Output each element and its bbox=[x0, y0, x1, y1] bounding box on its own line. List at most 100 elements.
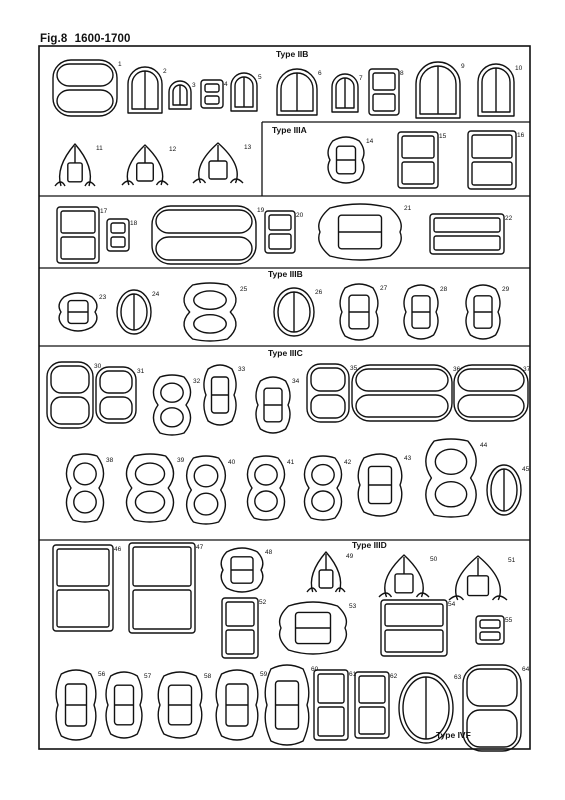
buckle-53 bbox=[278, 601, 348, 655]
buckle-number-21: 21 bbox=[404, 205, 412, 212]
buckle-number-35: 35 bbox=[350, 365, 358, 372]
buckle-8 bbox=[368, 68, 400, 116]
buckle-32 bbox=[152, 374, 192, 436]
buckle-60 bbox=[264, 664, 310, 746]
buckle-number-5: 5 bbox=[258, 74, 262, 81]
buckle-19 bbox=[151, 205, 257, 265]
buckle-number-55: 55 bbox=[505, 617, 513, 624]
buckle-38 bbox=[65, 453, 105, 523]
buckle-drawings bbox=[46, 59, 529, 752]
buckle-number-9: 9 bbox=[461, 63, 465, 70]
buckle-50 bbox=[378, 554, 430, 598]
buckle-55 bbox=[475, 615, 505, 645]
buckle-36 bbox=[351, 364, 453, 422]
buckle-31 bbox=[95, 366, 137, 424]
buckle-16 bbox=[467, 130, 517, 190]
buckle-number-53: 53 bbox=[349, 603, 357, 610]
buckle-26 bbox=[273, 287, 315, 337]
buckle-30 bbox=[46, 361, 94, 429]
buckle-number-57: 57 bbox=[144, 673, 152, 680]
buckle-14 bbox=[327, 136, 365, 184]
buckle-4 bbox=[200, 79, 224, 109]
buckle-number-52: 52 bbox=[259, 599, 267, 606]
type-label-iiic: Type IIIC bbox=[268, 348, 303, 358]
buckle-number-25: 25 bbox=[240, 286, 248, 293]
buckle-58 bbox=[157, 671, 203, 739]
buckle-number-30: 30 bbox=[94, 363, 102, 370]
buckle-number-16: 16 bbox=[517, 132, 525, 139]
buckle-44 bbox=[425, 438, 477, 518]
buckle-number-44: 44 bbox=[480, 442, 488, 449]
buckle-number-58: 58 bbox=[204, 673, 212, 680]
buckle-62 bbox=[354, 671, 390, 739]
buckle-number-2: 2 bbox=[163, 68, 167, 75]
buckle-18 bbox=[106, 218, 130, 252]
buckle-54 bbox=[380, 599, 448, 657]
buckle-34 bbox=[255, 376, 291, 434]
buckle-61 bbox=[313, 669, 349, 741]
buckle-number-26: 26 bbox=[315, 289, 323, 296]
type-label-iiia: Type IIIA bbox=[272, 125, 307, 135]
buckle-number-6: 6 bbox=[318, 70, 322, 77]
buckle-number-3: 3 bbox=[192, 82, 196, 89]
buckle-number-8: 8 bbox=[400, 70, 404, 77]
buckle-number-61: 61 bbox=[349, 671, 357, 678]
buckle-47 bbox=[128, 542, 196, 634]
buckle-number-39: 39 bbox=[177, 457, 185, 464]
buckle-number-23: 23 bbox=[99, 294, 107, 301]
buckle-number-50: 50 bbox=[430, 556, 438, 563]
buckle-45 bbox=[486, 464, 522, 516]
buckle-number-18: 18 bbox=[130, 220, 138, 227]
buckle-number-33: 33 bbox=[238, 366, 246, 373]
buckle-22 bbox=[429, 213, 505, 255]
type-label-ivf: Type IVF bbox=[436, 730, 471, 740]
buckle-number-45: 45 bbox=[522, 466, 530, 473]
buckle-number-40: 40 bbox=[228, 459, 236, 466]
buckle-number-48: 48 bbox=[265, 549, 273, 556]
buckle-number-1: 1 bbox=[118, 61, 122, 68]
buckle-46 bbox=[52, 544, 114, 632]
buckle-20 bbox=[264, 210, 296, 254]
type-label-iiib: Type IIIB bbox=[268, 269, 303, 279]
buckle-25 bbox=[183, 282, 237, 342]
buckle-number-32: 32 bbox=[193, 378, 201, 385]
buckle-number-46: 46 bbox=[114, 546, 122, 553]
buckle-number-29: 29 bbox=[502, 286, 510, 293]
type-label-iiid: Type IIID bbox=[352, 540, 387, 550]
buckle-number-28: 28 bbox=[440, 286, 448, 293]
buckle-28 bbox=[403, 284, 439, 340]
buckle-41 bbox=[246, 455, 286, 521]
buckle-number-51: 51 bbox=[508, 557, 516, 564]
section-dividers bbox=[39, 121, 530, 541]
buckle-number-64: 64 bbox=[522, 666, 530, 673]
buckle-15 bbox=[397, 131, 439, 189]
buckle-49 bbox=[306, 551, 346, 593]
buckle-6 bbox=[276, 68, 318, 116]
buckle-number-63: 63 bbox=[454, 674, 462, 681]
type-label-iib: Type IIB bbox=[276, 49, 308, 59]
figure-title: Fig.8 1600-1700 bbox=[40, 33, 131, 45]
figure-label: Fig.8 bbox=[40, 33, 68, 45]
buckle-number-15: 15 bbox=[439, 133, 447, 140]
buckle-number-31: 31 bbox=[137, 368, 145, 375]
plate-frame bbox=[38, 45, 531, 750]
buckle-1 bbox=[52, 59, 118, 117]
buckle-52 bbox=[221, 597, 259, 659]
buckle-number-14: 14 bbox=[366, 138, 374, 145]
buckle-number-24: 24 bbox=[152, 291, 160, 298]
buckle-number-27: 27 bbox=[380, 285, 388, 292]
buckle-39 bbox=[125, 453, 175, 523]
buckle-12 bbox=[121, 144, 169, 186]
buckle-number-62: 62 bbox=[390, 673, 398, 680]
buckle-17 bbox=[56, 206, 100, 264]
buckle-9 bbox=[415, 61, 461, 119]
buckle-number-38: 38 bbox=[106, 457, 114, 464]
buckle-63 bbox=[398, 672, 454, 744]
buckle-number-54: 54 bbox=[448, 601, 456, 608]
buckle-number-47: 47 bbox=[196, 544, 204, 551]
buckle-42 bbox=[303, 455, 343, 521]
buckle-2 bbox=[127, 66, 163, 114]
buckle-number-22: 22 bbox=[505, 215, 513, 222]
buckle-10 bbox=[477, 63, 515, 117]
